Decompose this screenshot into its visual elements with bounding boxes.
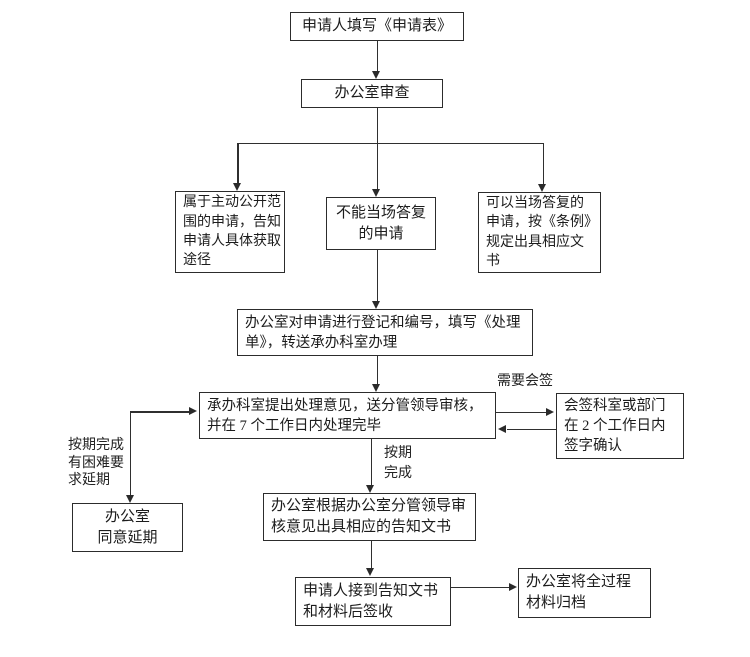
connector-line [376,250,378,301]
edge-label-need-countersign: 需要会签 [497,374,553,389]
arrowhead-down-icon [366,484,374,493]
flow-node-issue-notice: 办公室根据办公室分管领导审 核意见出具相应的告知文书 [263,493,476,541]
edge-label-extension-needed: 按期完成 有困难要 求延期 [68,438,124,488]
arrowhead-down-icon [538,183,546,192]
connector-line [376,356,378,384]
connector-line [237,142,544,144]
arrowhead-down-icon [372,300,380,309]
arrowhead-down-icon [125,494,134,503]
arrowhead-left-icon [498,424,506,433]
flow-node-cannot-reply-onsite: 不能当场答复 的申请 [326,197,436,250]
flow-node-receive-sign: 申请人接到告知文书 和材料后签收 [295,577,451,626]
connector-line [237,142,239,183]
arrowhead-down-icon [366,567,374,576]
arrowhead-down-icon [372,383,380,392]
flow-node-handle-opinion: 承办科室提出处理意见，送分管领导审核， 并在 7 个工作日内处理完毕 [199,392,496,439]
connector-line [496,411,546,413]
connector-line [129,411,131,495]
arrowhead-right-icon [508,582,517,591]
flow-node-proactive-scope: 属于主动公开范 围的申请，告知 申请人具体获取 途径 [175,191,285,273]
connector-line [370,541,372,568]
flow-node-register-number: 办公室对申请进行登记和编号，填写《处理 单》，转送承办科室办理 [237,309,533,356]
arrowhead-down-icon [372,188,380,197]
flow-node-countersign-dept: 会签科室或部门 在 2 个工作日内 签字确认 [556,393,684,459]
connector-line [376,108,378,189]
flow-node-archive: 办公室将全过程 材料归档 [518,568,651,618]
connector-line [370,439,372,485]
arrowhead-right-icon [188,407,197,416]
flow-node-can-reply-onsite: 可以当场答复的 申请，按《条例》 规定出具相应文 书 [478,192,601,273]
connector-line [376,41,378,71]
flow-node-office-review: 办公室审查 [301,79,443,108]
flow-node-agree-extension: 办公室 同意延期 [72,503,183,552]
connector-line [129,411,190,413]
arrowhead-right-icon [545,407,554,416]
arrowhead-down-icon [233,182,242,191]
edge-label-on-time-done: 按期 完成 [384,446,412,481]
connector-line [507,428,556,430]
connector-line [451,586,509,588]
flow-node-fill-form: 申请人填写《申请表》 [290,12,464,41]
arrowhead-down-icon [372,70,380,79]
connector-line [542,142,544,184]
